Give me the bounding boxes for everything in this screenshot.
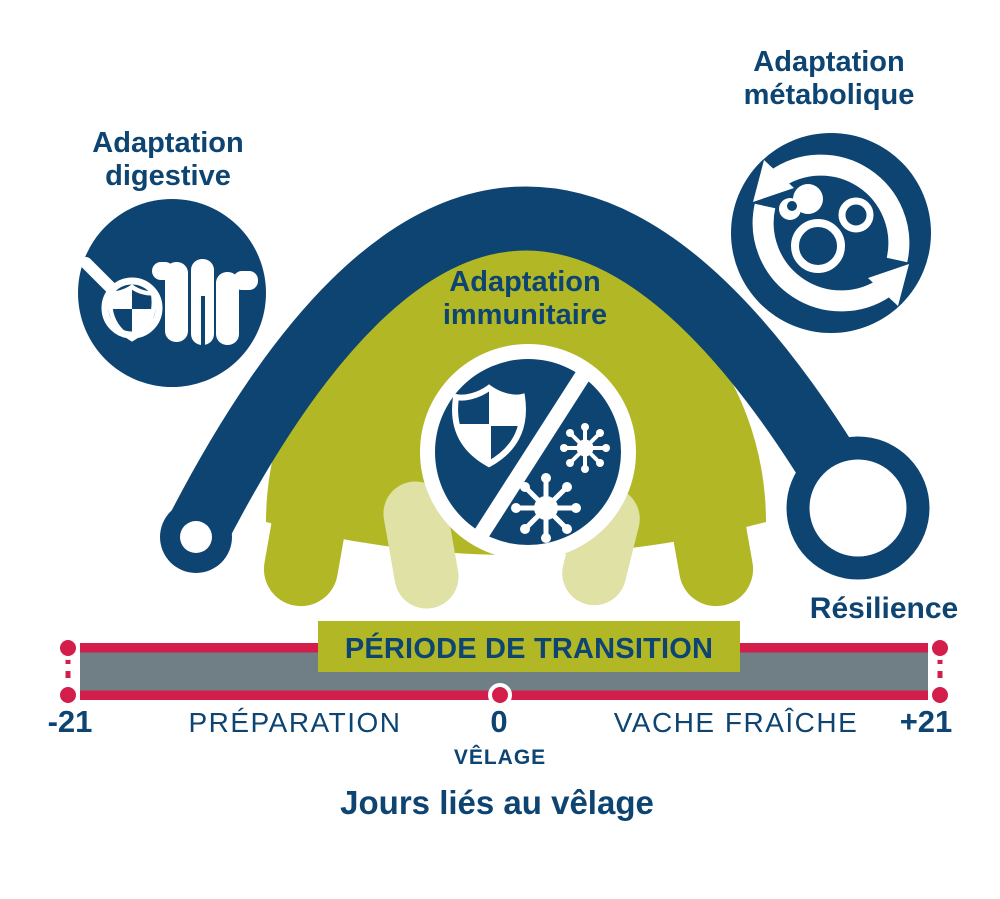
gut-magnifier-shield-icon [78,199,266,387]
immune-adaptation-label: Adaptation immunitaire [443,266,607,332]
timeline [56,621,952,707]
resilience-ring-icon [786,436,930,580]
immune-line1: Adaptation [449,266,601,298]
cycle-arrowhead-bottom [868,264,909,306]
arc-left-ring-hole [180,521,212,553]
metabolic-adaptation-label: Adaptation métabolique [744,46,915,112]
tick-plus-21: +21 [899,704,953,739]
transition-banner [318,621,740,672]
calving-label: VÊLAGE [453,746,547,769]
cycle-arrow-bottom [752,203,894,312]
phase-fresh-cow-label: VACHE FRAÎCHE [613,707,859,738]
transition-banner-label: PÉRIODE DE TRANSITION [344,633,714,665]
metabolic-line1: Adaptation [753,46,905,78]
timeline-dots [56,636,952,707]
transition-arc [160,186,882,573]
cycle-arrow-top [768,154,910,263]
immune-line2: immunitaire [442,299,608,332]
molecules-glyph [779,184,874,273]
tick-zero: 0 [490,704,508,739]
pathogen-small-dots [560,423,610,473]
cycle-arrowhead-top [753,160,794,202]
calving-dot [488,683,512,707]
axis-title: Jours liés au vêlage [340,784,654,821]
digestive-adaptation-label: Adaptation digestive [92,127,243,193]
shield-slash-pathogens-icon [420,344,636,560]
magnifier-handle [80,257,118,295]
pathogen-large-dots [511,473,581,543]
resilience-label: Résilience [809,592,959,625]
tick-minus-21: -21 [47,704,93,739]
digestive-line1: Adaptation [92,127,244,159]
metabolism-recycle-icon [731,133,931,333]
slash-line [455,347,605,558]
digestive-line2: digestive [105,160,231,193]
metabolic-line2: métabolique [743,79,915,112]
phase-preparation-label: PRÉPARATION [188,707,402,738]
